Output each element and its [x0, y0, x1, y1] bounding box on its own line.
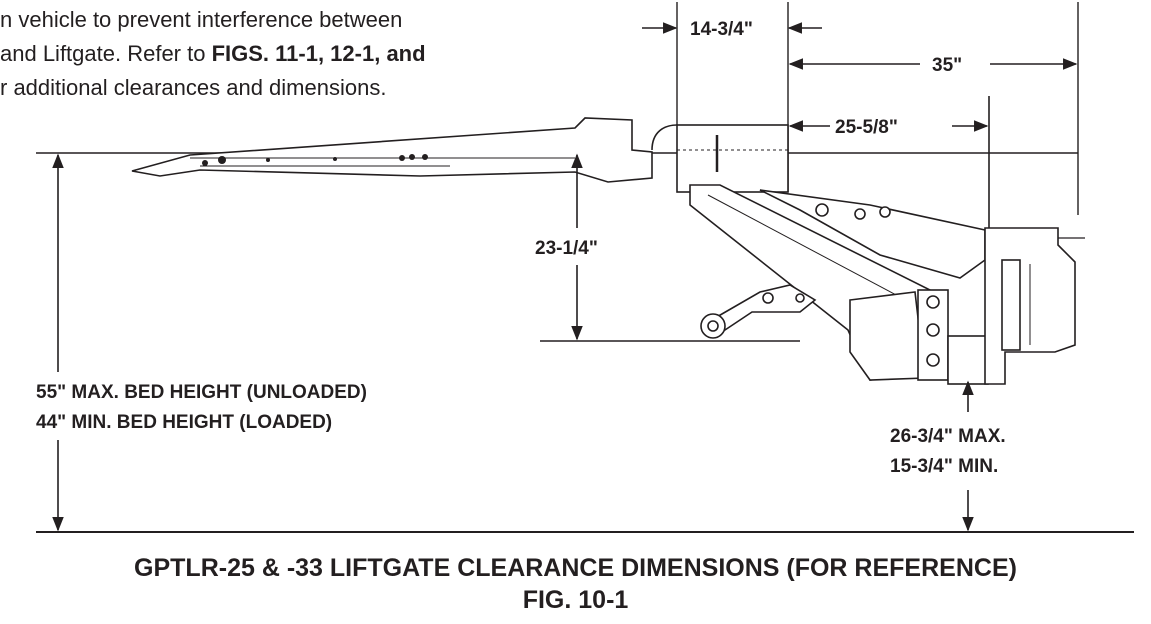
label-ground-max: 26-3/4" MAX.	[890, 426, 1006, 447]
intro-line-1: n vehicle to prevent interference betwee…	[0, 7, 403, 32]
platform-hardware	[202, 154, 428, 166]
label-frame-drop: 23-1/4"	[535, 238, 598, 259]
label-bed-height-min: 44" MIN. BED HEIGHT (LOADED)	[36, 412, 332, 433]
liftgate-mechanism	[131, 117, 1085, 385]
intro-line-2: and Liftgate. Refer to FIGS. 11-1, 12-1,…	[0, 41, 426, 66]
figure-reference: FIGS. 11-1, 12-1, and	[211, 41, 426, 66]
dimension-arrows	[52, 22, 1078, 532]
label-ground-min: 15-3/4" MIN.	[890, 456, 998, 477]
figure-title: GPTLR-25 & -33 LIFTGATE CLEARANCE DIMENS…	[134, 554, 1017, 582]
mount-box	[676, 124, 789, 193]
label-overall-depth: 35"	[932, 55, 962, 76]
label-bed-to-lift: 25-5/8"	[835, 117, 898, 138]
folded-platform	[131, 117, 653, 183]
label-bed-height-max: 55" MAX. BED HEIGHT (UNLOADED)	[36, 382, 367, 403]
figure-number: FIG. 10-1	[522, 586, 629, 614]
dimension-labels: 14-3/4" 35" 25-5/8" 23-1/4" 55" MAX. BED…	[36, 19, 1006, 477]
intro-line-3: r additional clearances and dimensions.	[0, 75, 387, 100]
label-top-width: 14-3/4"	[690, 19, 753, 40]
lower-body	[849, 291, 926, 381]
linkage-arm	[713, 284, 817, 334]
